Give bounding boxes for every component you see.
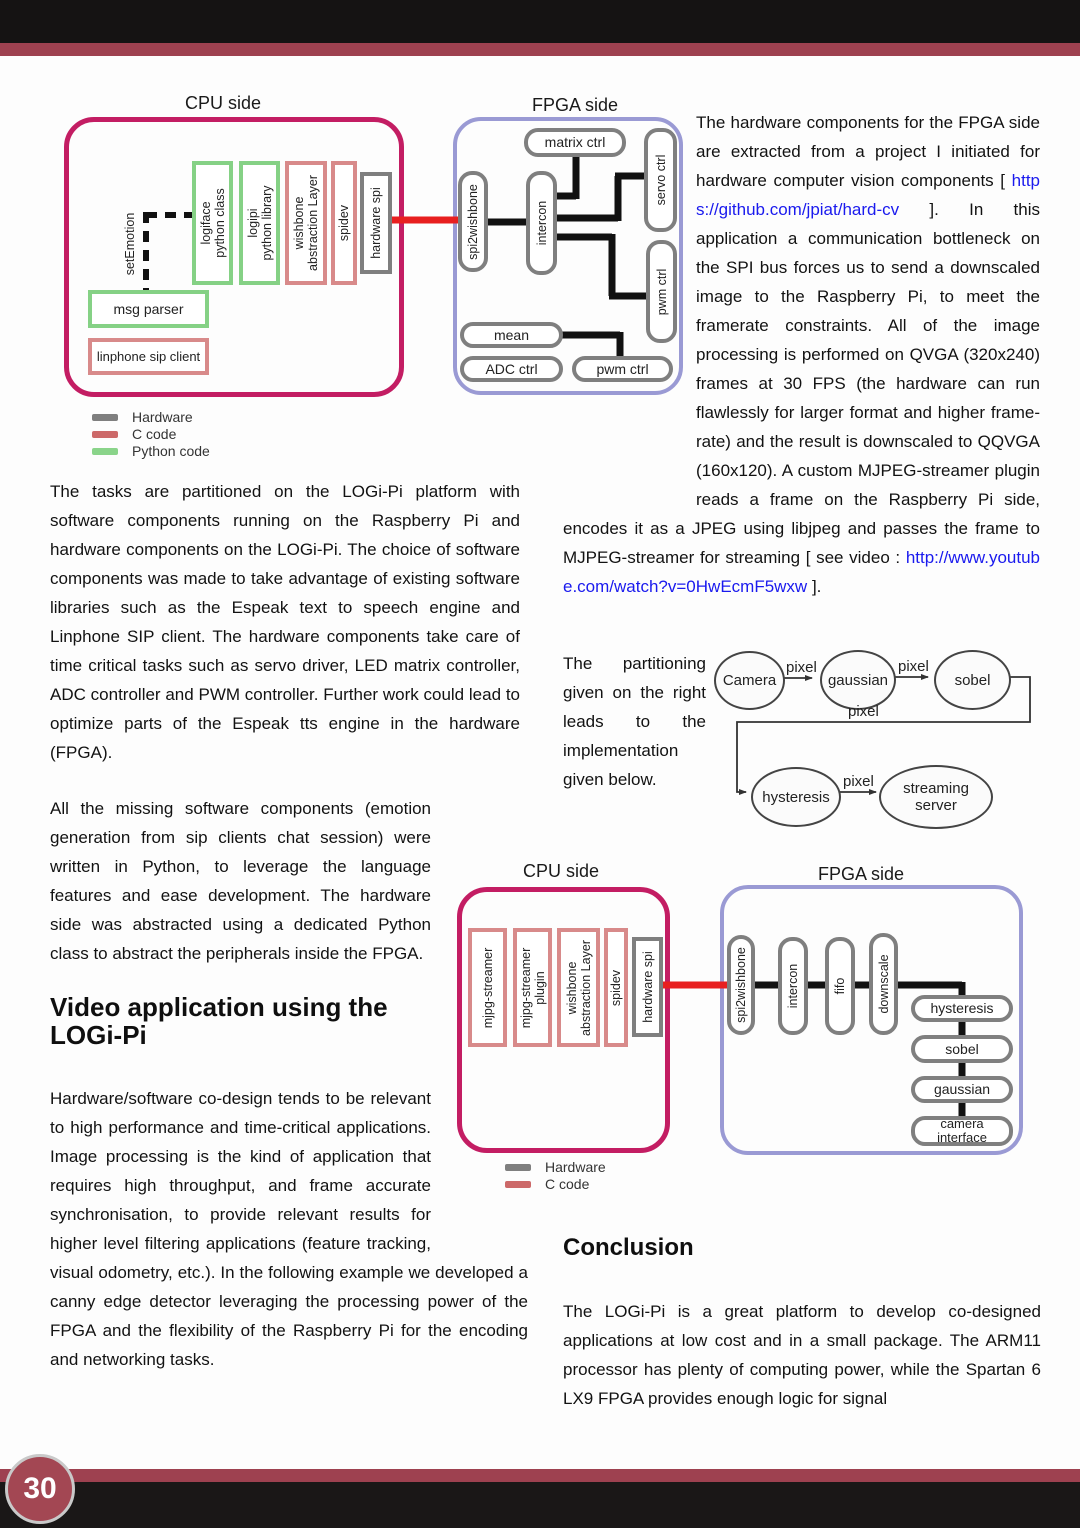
c-code-swatch [505, 1181, 531, 1188]
wrap-spacer [563, 108, 696, 486]
legend-top: Hardware C code Python code [92, 410, 210, 462]
diagram1-cpu-box [64, 117, 404, 397]
flow-arrow-sobel-hysteresis [736, 676, 1031, 795]
legend-bottom: Hardware C code [505, 1160, 606, 1195]
block-pwm-ctrl-horizontal: pwm ctrl [572, 356, 673, 382]
legend-row-ccode: C code [92, 427, 210, 441]
block-camera-interface: camera interface [911, 1116, 1013, 1146]
fpga1-servo-branch [556, 172, 646, 222]
block-msg-parser: msg parser [88, 290, 209, 328]
block-setemotion: setEmotion [123, 212, 137, 276]
fpga1-pwm-branch [556, 233, 648, 300]
block-hardware-spi: hardware spi [360, 172, 392, 274]
fpga1-mean-branch [561, 331, 624, 356]
block-spi2wishbone-bottom: spi2wishbone [727, 935, 755, 1035]
flow-node-sobel: sobel [934, 650, 1011, 710]
block-sobel: sobel [911, 1035, 1013, 1063]
legend-row-ccode: C code [505, 1177, 606, 1191]
github-link[interactable]: https://github.com/jpiat/hard-cv [696, 171, 1040, 219]
page-number: 30 [23, 1472, 57, 1505]
block-logipi-python-library: logipi python library [239, 161, 280, 285]
block-fifo: fifo [825, 937, 855, 1035]
paragraph-fpga-components: The hardware components for the FPGA sid… [563, 108, 1040, 601]
block-mean: mean [460, 322, 563, 348]
youtube-link[interactable]: http://www.youtube.com/watch?v=0HwEcmF5w… [563, 548, 1040, 596]
footer-black-bar [0, 1482, 1080, 1528]
block-linphone-sip-client: linphone sip client [88, 338, 209, 375]
flow-edge-label-pixel: pixel [843, 773, 874, 790]
block-wishbone-abstraction-layer: wishbone abstraction Layer [285, 161, 327, 285]
paragraph-video-application: Hardware/software co-design tends to be … [50, 1084, 528, 1374]
paragraph-tasks-partitioned: The tasks are partitioned on the LOGi-Pi… [50, 482, 520, 762]
flow-node-streaming-server: streaming server [879, 765, 993, 829]
diagram3-cpu-box [457, 887, 670, 1153]
block-spi2wishbone-top: spi2wishbone [458, 171, 488, 272]
legend-row-python: Python code [92, 444, 210, 458]
c-code-swatch [92, 431, 118, 438]
block-intercon-bottom: intercon [778, 937, 808, 1035]
block-downscale: downscale [869, 933, 898, 1035]
video-application-heading: Video application using the LOGi-Pi [50, 992, 388, 1050]
hardware-swatch [505, 1164, 531, 1171]
block-hardware-spi-2: hardware spi [632, 937, 663, 1037]
flow-edge-label-pixel: pixel [898, 658, 929, 675]
paragraph-conclusion: The LOGi-Pi is a great platform to devel… [563, 1302, 1041, 1408]
wrap-spacer [431, 1084, 528, 1234]
diagram2-fpga-box [453, 117, 683, 395]
block-matrix-ctrl: matrix ctrl [524, 128, 626, 157]
block-gaussian: gaussian [911, 1076, 1013, 1103]
header-accent-bar [0, 43, 1080, 56]
block-spidev-2: spidev [604, 928, 628, 1047]
diagram4-fpga-box [720, 885, 1023, 1155]
flow-edge-label-pixel: pixel [848, 703, 879, 720]
block-hysteresis: hysteresis [911, 995, 1013, 1022]
flow-edge-label-pixel: pixel [786, 659, 817, 676]
header-black-bar [0, 0, 1080, 43]
flow-node-hysteresis: hysteresis [751, 767, 841, 827]
diagram4-title: FPGA side [818, 864, 905, 884]
block-intercon-top: intercon [526, 171, 557, 275]
diagram2-title: FPGA side [532, 95, 619, 115]
legend-row-hardware: Hardware [92, 410, 210, 424]
conclusion-heading: Conclusion [563, 1234, 694, 1261]
legend-row-hardware: Hardware [505, 1160, 606, 1174]
flow-node-camera: Camera [714, 651, 785, 710]
block-spidev: spidev [331, 161, 357, 285]
block-pwm-ctrl-vertical: pwm ctrl [646, 240, 677, 343]
block-mjpg-streamer-plugin: mjpg-streamer plugin [513, 928, 552, 1047]
flow-node-gaussian: gaussian [820, 650, 896, 710]
block-wishbone-abstraction-layer-2: wishbone abstraction Layer [557, 928, 600, 1047]
block-adc-ctrl: ADC ctrl [460, 356, 563, 382]
footer-accent-bar [0, 1469, 1080, 1482]
block-servo-ctrl: servo ctrl [644, 128, 677, 232]
diagram1-title: CPU side [185, 93, 262, 113]
block-logiface-python-class: logiface python class [192, 161, 233, 285]
python-code-swatch [92, 448, 118, 455]
hardware-swatch [92, 414, 118, 421]
paragraph-missing-software: All the missing software components (emo… [50, 794, 528, 1052]
block-mjpg-streamer: mjpg-streamer [468, 928, 507, 1047]
fpga1-matrix-branch [556, 157, 580, 200]
diagram3-title: CPU side [523, 861, 600, 881]
paragraph-partitioning: The partitioning given on the right lead… [563, 654, 706, 789]
page-number-badge: 30 [5, 1454, 75, 1524]
